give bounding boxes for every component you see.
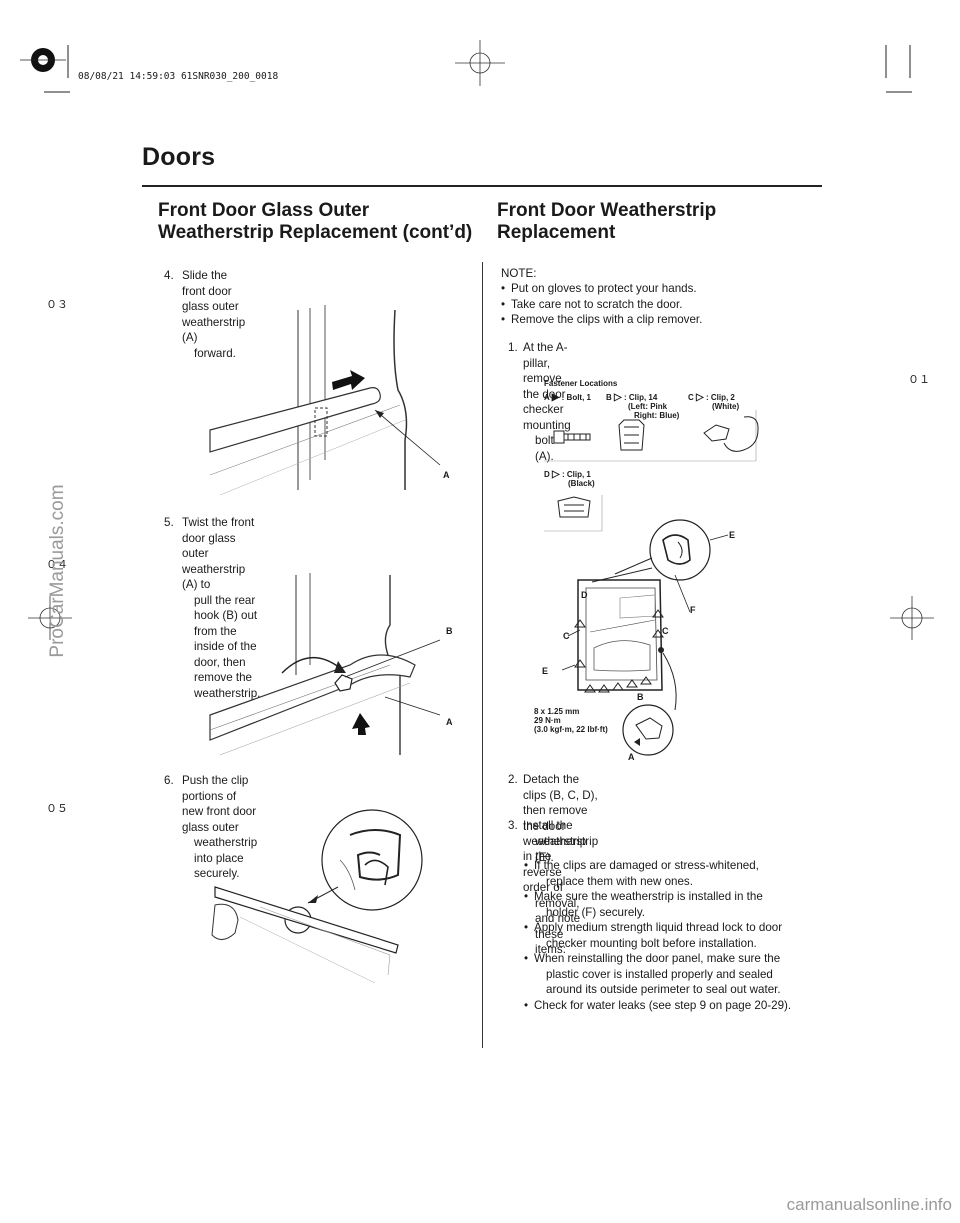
clip-marker-icon: ▷ [552,469,560,480]
fig2-label-a: A [446,717,453,727]
fastener-c: C ▷ : Clip, 2 (White) [688,392,740,412]
install-notes-list: If the clips are damaged or stress-white… [524,858,791,1013]
fastener-title: Fastener Locations [544,379,618,388]
figure-twist-weatherstrip [209,573,441,756]
title-rule [142,185,822,187]
margin-mark-05: ０５ [46,802,68,815]
torque-spec: 8 x 1.25 mm 29 N·m (3.0 kgf·m, 22 lbf·ft… [534,707,608,734]
door-label-c-right: C [662,626,669,636]
list-item: Take care not to scratch the door. [501,297,702,313]
fig2-label-b: B [446,626,453,636]
fastener-b: B ▷ : Clip, 14 (Left: Pink Right: Blue) [606,392,680,421]
right-section-heading: Front Door Weatherstrip Replacement [497,200,717,243]
bolt-marker-icon: ▶ [551,392,560,403]
side-watermark: ProCarManuals.com [47,484,68,658]
margin-mark-01: ０１ [908,373,930,386]
footer-watermark: carmanualsonline.info [786,1195,952,1214]
fig1-label-a: A [443,470,450,480]
door-label-a: A [628,752,635,762]
door-label-b: B [637,692,644,702]
list-item: Put on gloves to protect your hands. [501,281,702,297]
door-label-e-top: E [729,530,736,540]
list-item: Make sure the weatherstrip is installed … [524,889,791,920]
column-divider [482,262,483,1048]
figure-push-clips [211,809,423,984]
list-item: Check for water leaks (see step 9 on pag… [524,998,791,1014]
list-item: Remove the clips with a clip remover. [501,312,702,328]
door-label-e-bottom: E [542,666,549,676]
clip-marker-icon: ▷ [614,392,622,403]
margin-mark-03: ０３ [46,298,68,311]
fastener-a: A ▶ : Bolt, 1 [544,392,591,403]
margin-mark-04: ０４ [46,558,68,571]
list-item: When reinstalling the door panel, make s… [524,951,791,998]
door-label-f: F [690,605,696,615]
clip-marker-icon: ▷ [696,392,704,403]
list-item: If the clips are damaged or stress-white… [524,858,791,889]
figure-slide-weatherstrip [209,305,441,496]
print-stamp: 08/08/21 14:59:03 61SNR030_200_0018 [78,71,279,82]
door-label-c-left: C [563,631,570,641]
note-label: NOTE: [501,267,537,280]
fastener-d: D ▷ : Clip, 1 (Black) [544,469,595,489]
door-label-d: D [581,590,588,600]
fastener-illustrations [544,410,759,532]
door-weatherstrip-diagram [561,519,729,756]
left-section-heading: Front Door Glass Outer Weatherstrip Repl… [158,200,473,243]
page-title: Doors [142,143,216,171]
note-list: Put on gloves to protect your hands. Tak… [501,281,702,328]
list-item: Apply medium strength liquid thread lock… [524,920,791,951]
